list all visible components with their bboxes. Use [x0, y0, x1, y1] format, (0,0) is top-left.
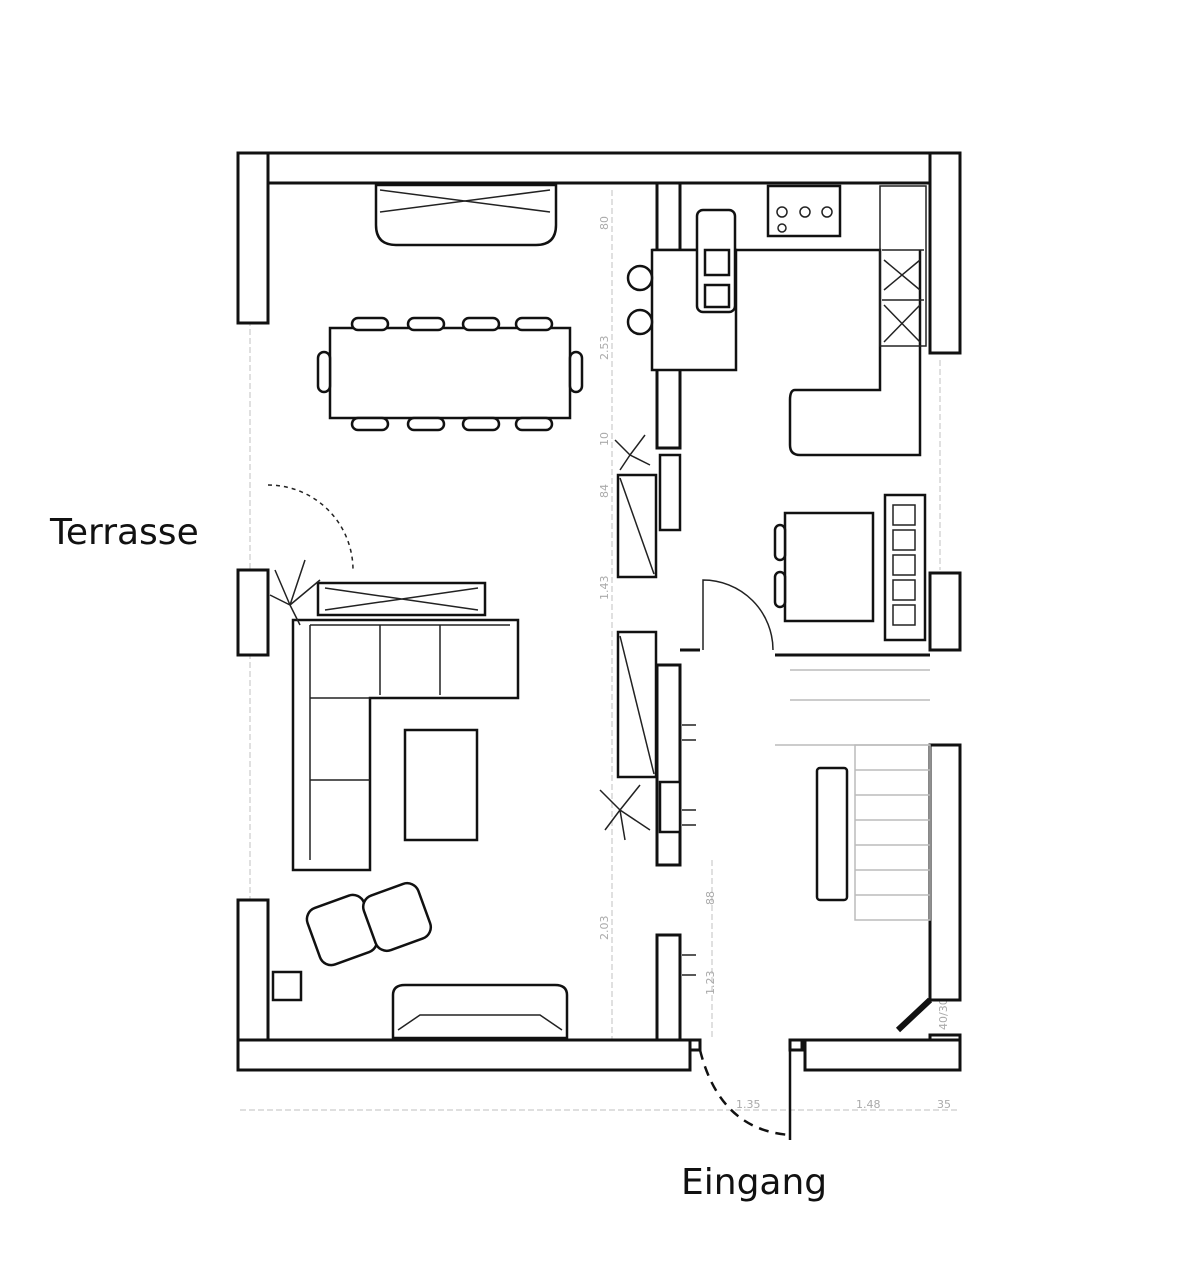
stove — [766, 184, 842, 238]
hall-bench — [815, 766, 849, 902]
armchairs — [305, 881, 433, 967]
dimension-labels: 80 2.53 10 84 1.43 2.03 88 1.23 1.35 1.4… — [598, 216, 951, 1111]
dining-table — [316, 316, 584, 432]
dim-label: 1.23 — [704, 971, 717, 996]
entrance-label: Eingang — [681, 1162, 828, 1203]
dim-label: 1.43 — [598, 576, 611, 601]
dim-label: 84 — [598, 484, 611, 498]
dim-label: 35 — [937, 1098, 951, 1111]
sideboard-bottom — [391, 983, 569, 1040]
dim-label: 88 — [704, 891, 717, 905]
kitchen-door — [702, 579, 774, 651]
plants — [269, 434, 651, 841]
dim-label: 2.03 — [598, 916, 611, 941]
coffee-table — [403, 728, 479, 842]
dim-label: 1.35 — [736, 1098, 761, 1111]
terrace-label: Terrasse — [50, 512, 199, 553]
dim-label: 2.53 — [598, 336, 611, 361]
sofa — [291, 618, 520, 872]
terrace-door-swing — [267, 484, 354, 571]
window-right — [895, 997, 933, 1033]
sideboard-top — [374, 183, 558, 247]
dim-label: 1.48 — [856, 1098, 881, 1111]
kitchen-dining-table — [773, 493, 927, 642]
dim-label: 40/30 — [937, 998, 950, 1030]
staircase — [775, 669, 931, 921]
coat-hooks — [682, 724, 696, 976]
tv-units — [616, 453, 682, 834]
dim-label: 10 — [598, 432, 611, 446]
side-table — [271, 970, 303, 1002]
sideboard-living — [316, 581, 487, 617]
entrance-door-swing — [698, 1049, 791, 1137]
dim-label: 80 — [598, 216, 611, 230]
tall-cabinets — [879, 185, 927, 347]
kitchen-island — [626, 208, 922, 457]
